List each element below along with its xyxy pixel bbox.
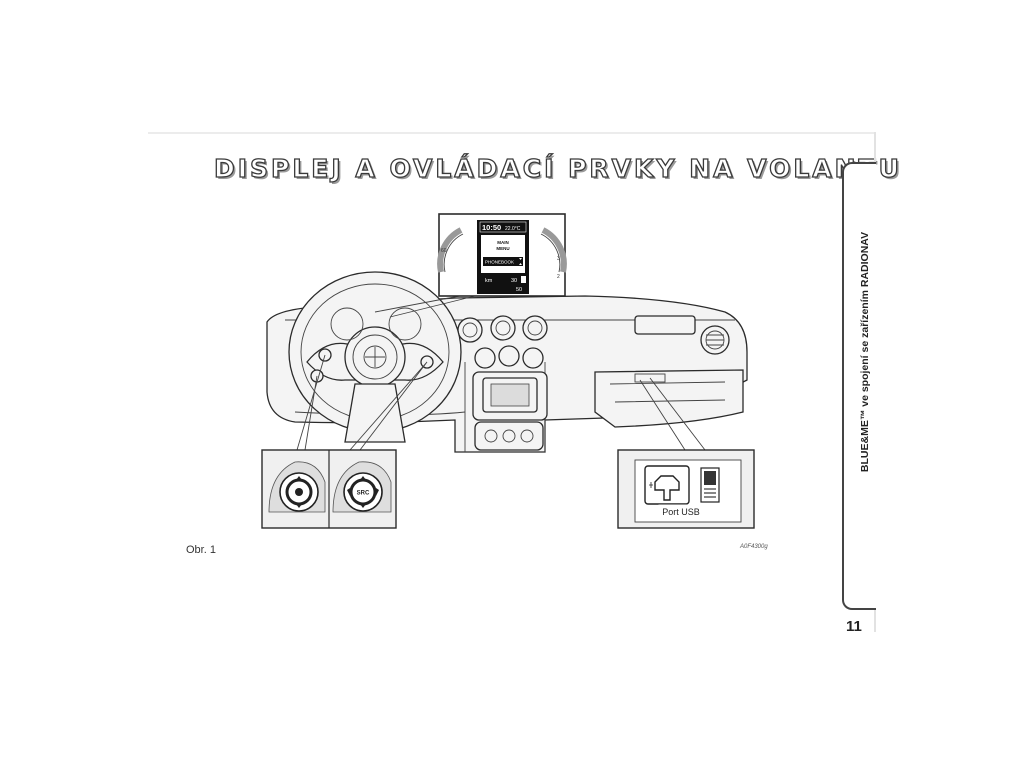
svg-text:3: 3 — [557, 256, 560, 262]
steering-wheel — [288, 271, 462, 443]
page-number: 11 — [846, 618, 862, 635]
display-bottom-value: 50 — [516, 287, 522, 293]
section-tab: BLUE&ME™ ve spojení se zařízením RADIONA… — [842, 162, 876, 610]
section-tab-label: BLUE&ME™ ve spojení se zařízením RADIONA… — [859, 231, 871, 473]
svg-text:60: 60 — [441, 248, 447, 254]
svg-text:2: 2 — [557, 274, 560, 280]
steering-switches-callout: SRC — [261, 354, 428, 529]
instrument-display-callout: 60 3 2 10:50 22.0°C MAIN MENU PHONEBOOK … — [374, 213, 567, 318]
usb-port-label: Port USB — [662, 507, 700, 517]
figure-caption: Obr. 1 — [186, 544, 216, 556]
usb-port-icon — [649, 475, 680, 501]
display-phonebook: PHONEBOOK — [485, 260, 514, 265]
display-time: 10:50 — [482, 223, 501, 232]
display-temperature: 22.0°C — [505, 226, 521, 232]
phone-control-icon — [279, 472, 319, 512]
top-divider — [148, 132, 876, 134]
figure-code: A0F4300g — [740, 544, 768, 550]
display-menu-line2: MENU — [496, 246, 509, 251]
dashboard-illustration: .ln { fill: none; stroke: #2b2b2b; strok… — [261, 213, 755, 529]
src-label: SRC — [357, 491, 370, 497]
display-menu-line1: MAIN — [497, 240, 509, 245]
page-title: DISPLEJ A OVLÁDACÍ PRVKY NA VOLANTU — [213, 153, 902, 183]
center-console — [457, 315, 548, 451]
scroll-arrows-icon — [519, 258, 522, 265]
display-km-value: 30 — [511, 278, 517, 284]
src-control-icon: SRC — [343, 472, 383, 512]
media-card-icon — [700, 467, 720, 503]
usb-callout: Port USB — [617, 377, 755, 529]
display-km-label: km — [485, 278, 493, 284]
dashboard-figure: .ln { fill: none; stroke: #2b2b2b; strok… — [255, 212, 775, 537]
